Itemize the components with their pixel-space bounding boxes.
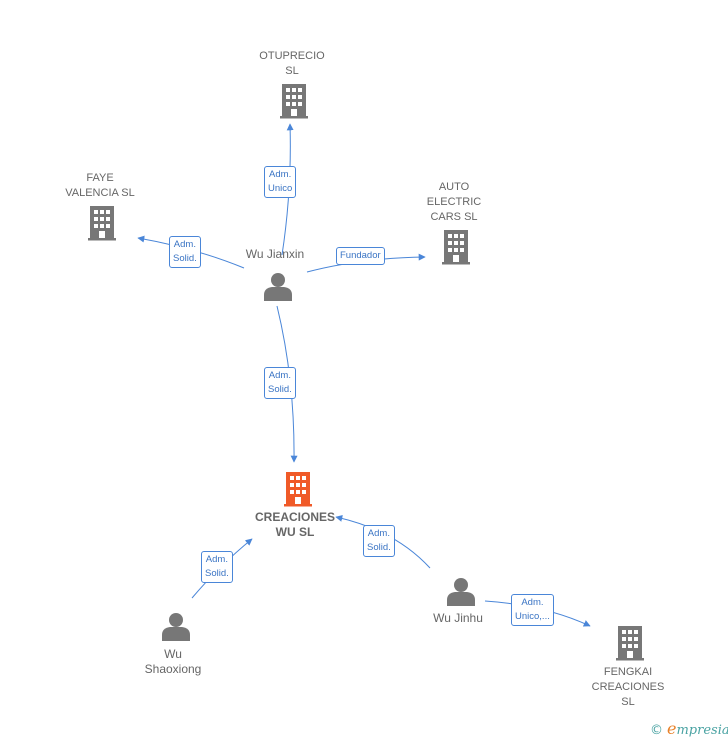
label-line: Wu Jinhu: [433, 611, 483, 625]
label-line: SL: [285, 65, 299, 77]
label-line: Shaoxiong: [144, 662, 202, 676]
label-line: Solid.: [173, 253, 197, 264]
company-otuprecio-label[interactable]: OTUPRECIO SL: [252, 49, 332, 79]
company-fengkai-label[interactable]: FENGKAI CREACIONES SL: [578, 665, 678, 710]
label-line: Adm.: [269, 169, 292, 180]
building-icon: [88, 206, 116, 241]
label-line: Solid.: [268, 384, 292, 395]
label-line: Unico: [268, 183, 293, 194]
label-line: Solid.: [205, 568, 229, 579]
label-line: Adm.: [173, 239, 196, 250]
label-line: AUTO: [438, 181, 470, 193]
person-jinhu-label[interactable]: Wu Jinhu: [418, 611, 498, 626]
company-auto-label[interactable]: AUTO ELECTRIC CARS SL: [414, 180, 494, 225]
label-line: CREACIONES: [254, 510, 335, 524]
edge-label-adm-unico: Adm. Unico: [264, 166, 297, 198]
label-line: Adm.: [205, 554, 228, 565]
edge-label-adm-solid: Adm. Solid.: [264, 367, 296, 399]
building-icon: [442, 230, 470, 265]
edge-label-fundador: Fundador: [336, 247, 385, 265]
company-creaciones-label[interactable]: CREACIONES WU SL: [240, 510, 350, 540]
label-line: Wu: [164, 647, 182, 661]
person-jianxin-label[interactable]: Wu Jianxin: [230, 247, 320, 262]
building-icon: [616, 626, 644, 661]
label-line: Solid.: [367, 542, 391, 553]
label-line: Fundador: [340, 250, 381, 261]
building-icon: [280, 84, 308, 119]
label-line: VALENCIA SL: [65, 187, 135, 199]
edge-label-adm-solid: Adm. Solid.: [363, 525, 395, 557]
label-line: ELECTRIC: [426, 196, 482, 208]
label-line: Adm.: [521, 597, 544, 608]
person-icon: [162, 613, 190, 641]
label-line: CARS SL: [430, 211, 478, 223]
label-line: SL: [621, 696, 635, 708]
label-line: FENGKAI: [603, 666, 653, 678]
label-line: Adm.: [268, 370, 291, 381]
label-line: Wu Jianxin: [245, 247, 305, 261]
edge-label-adm-solid: Adm. Solid.: [169, 236, 201, 268]
label-line: Adm.: [367, 528, 390, 539]
copyright-icon: ©: [650, 723, 663, 738]
label-line: WU SL: [275, 525, 315, 539]
person-icon: [264, 273, 292, 301]
person-icon: [447, 578, 475, 606]
label-line: Unico,...: [515, 611, 550, 622]
brand-logo[interactable]: © empresia: [650, 719, 728, 738]
edge-label-adm-unico-more: Adm. Unico,...: [511, 594, 554, 626]
company-faye-label[interactable]: FAYE VALENCIA SL: [50, 171, 150, 201]
label-line: CREACIONES: [591, 681, 665, 693]
person-shaoxiong-label[interactable]: Wu Shaoxiong: [133, 647, 213, 677]
main-building-icon: [284, 472, 312, 507]
brand-initial: e: [667, 719, 677, 738]
edge-label-adm-solid: Adm. Solid.: [201, 551, 233, 583]
label-line: OTUPRECIO: [259, 50, 325, 62]
label-line: FAYE: [86, 172, 114, 184]
brand-name: mpresia: [676, 723, 728, 738]
